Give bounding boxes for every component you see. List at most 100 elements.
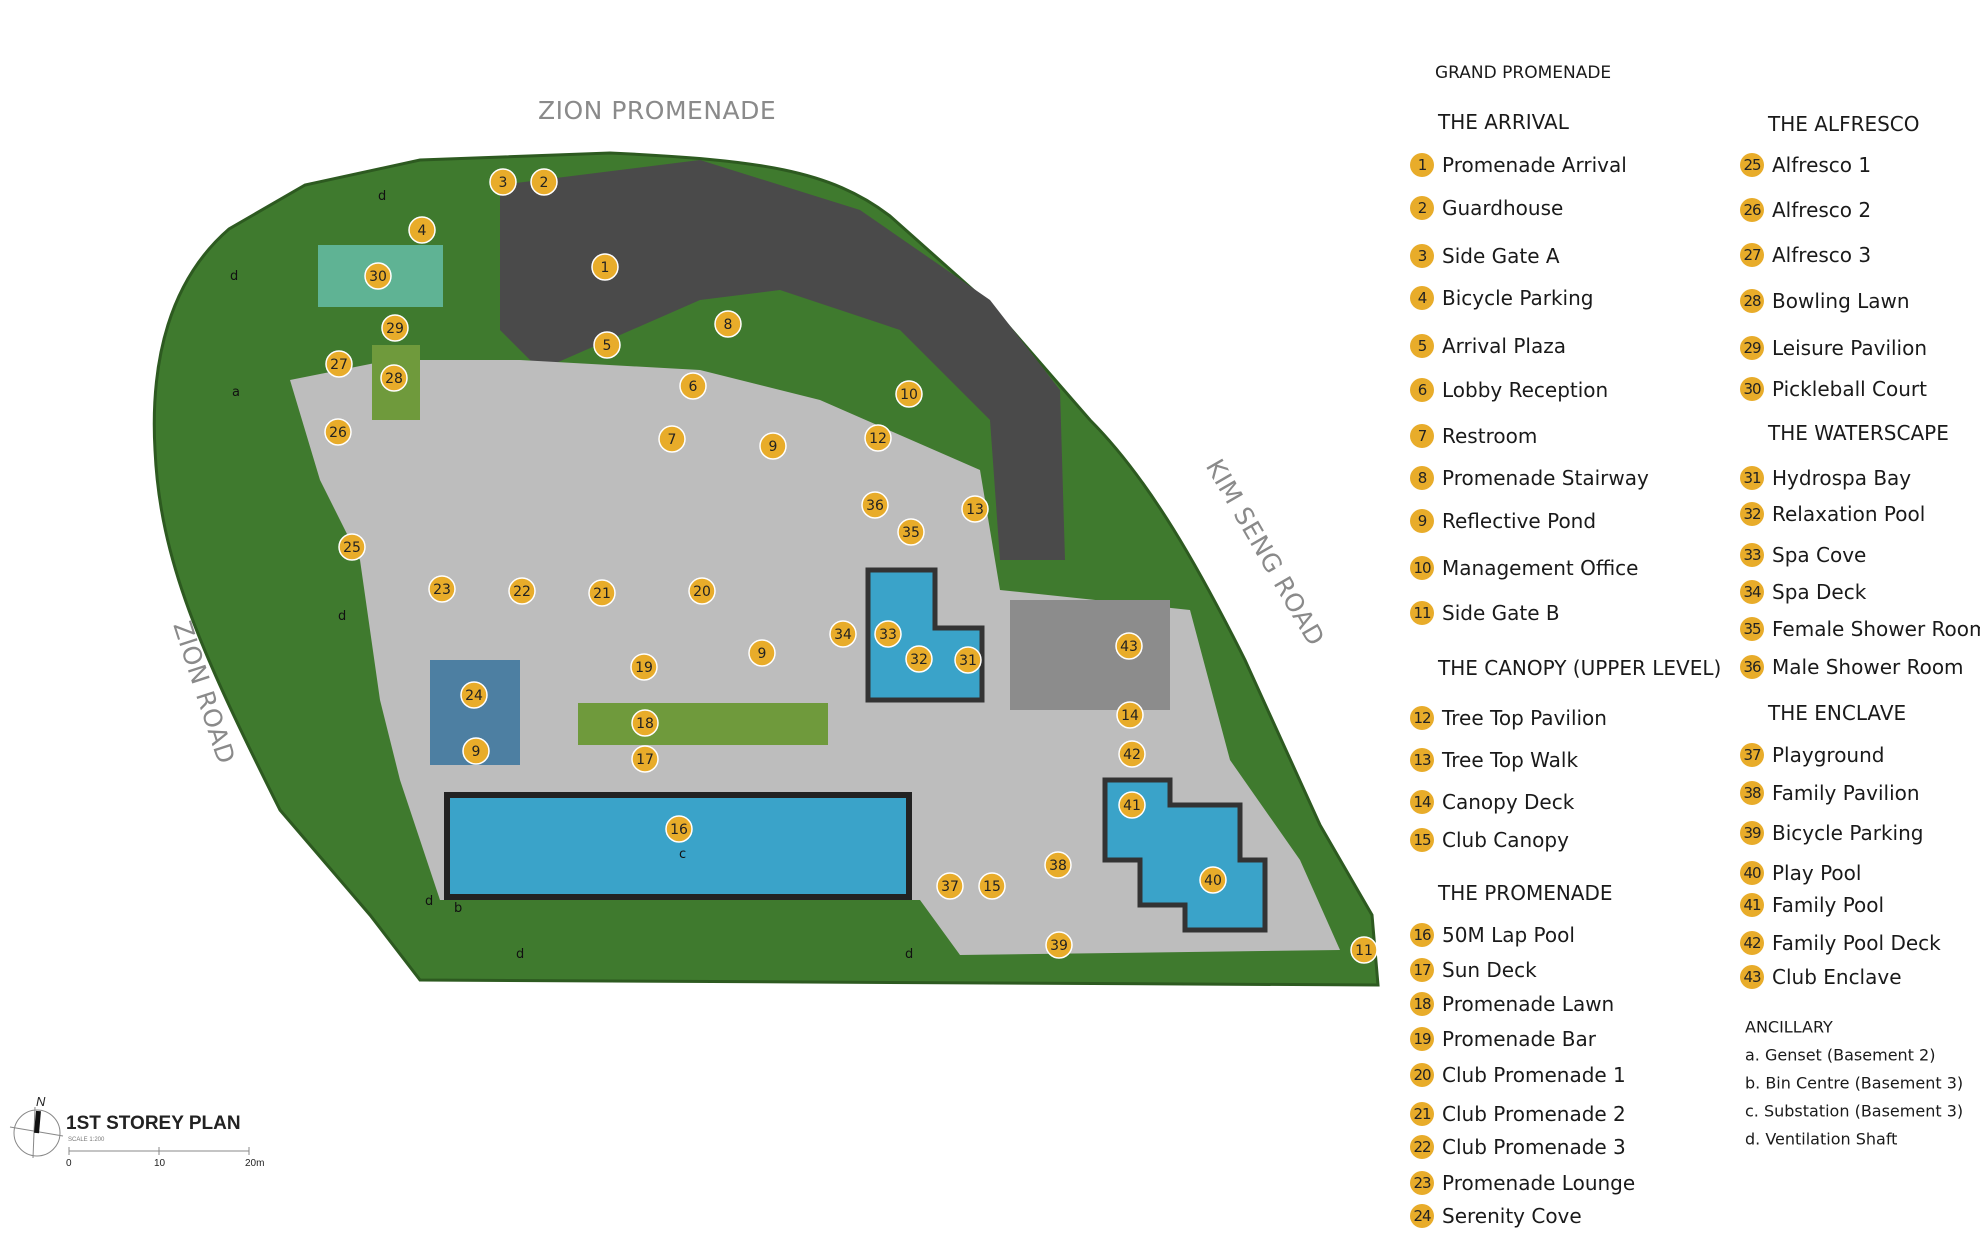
map-marker[interactable] [829,620,857,648]
map-marker-number: 16 [670,822,688,838]
scale-tick-0: 0 [66,1158,72,1169]
map-marker-number: 10 [900,387,918,403]
legend-number-badge: 38 [1740,781,1764,805]
map-marker-number: 11 [1355,943,1373,959]
map-marker[interactable] [631,745,659,773]
map-marker[interactable] [508,577,536,605]
legend-number-badge: 40 [1740,861,1764,885]
legend-item-label: Serenity Cove [1442,1204,1582,1228]
legend-number-badge: 37 [1740,743,1764,767]
map-marker[interactable] [460,681,488,709]
north-label: N [36,1094,46,1109]
map-marker[interactable] [874,620,902,648]
map-marker[interactable] [1044,851,1072,879]
map-marker[interactable] [748,639,776,667]
legend-number-badge: 13 [1410,748,1434,772]
map-marker[interactable] [905,645,933,673]
map-marker[interactable] [864,424,892,452]
map-marker[interactable] [897,518,925,546]
map-marker[interactable] [895,380,923,408]
map-marker[interactable] [861,491,889,519]
legend-section-title: THE ENCLAVE [1768,701,1907,725]
map-marker-number: 5 [603,338,612,354]
legend-number-badge: 33 [1740,543,1764,567]
map-marker[interactable] [1350,936,1378,964]
map-marker-number: 25 [343,540,361,556]
map-marker-number: 9 [472,744,481,760]
legend-number-badge: 42 [1740,931,1764,955]
legend-item-label: Promenade Stairway [1442,466,1649,490]
map-marker[interactable] [665,815,693,843]
map-marker[interactable] [631,709,659,737]
map-marker[interactable] [978,872,1006,900]
legend-item-label: Bowling Lawn [1772,289,1910,313]
legend-item-label: Play Pool [1772,861,1862,885]
map-marker[interactable] [324,418,352,446]
map-marker[interactable] [462,737,490,765]
map-marker[interactable] [338,533,366,561]
map-marker[interactable] [679,372,707,400]
map-marker[interactable] [325,350,353,378]
map-marker[interactable] [1118,791,1146,819]
map-marker[interactable] [364,262,392,290]
map-marker-number: 39 [1050,938,1068,954]
legend-group-title: GRAND PROMENADE [1435,63,1612,83]
map-marker[interactable] [1045,931,1073,959]
legend-number-badge: 43 [1740,965,1764,989]
map-marker[interactable] [1116,701,1144,729]
map-marker[interactable] [1199,866,1227,894]
map-marker[interactable] [588,579,616,607]
legend-number-badge: 7 [1410,424,1434,448]
map-marker[interactable] [630,653,658,681]
ancillary-item: b. Bin Centre (Basement 3) [1745,1073,1964,1093]
legend-item-label: Club Promenade 2 [1442,1102,1626,1126]
map-marker[interactable] [591,253,619,281]
map-marker[interactable] [759,432,787,460]
map-marker-number: 35 [902,525,920,541]
map-marker-number: 4 [418,223,427,239]
legend-item: 36 Male Shower Room [1740,655,1964,679]
legend-number-badge: 28 [1740,289,1764,313]
map-marker[interactable] [381,314,409,342]
map-marker[interactable] [658,425,686,453]
legend-number-badge: 19 [1410,1027,1434,1051]
legend-item-label: Club Enclave [1772,965,1902,989]
map-marker[interactable] [936,872,964,900]
map-marker[interactable] [1115,632,1143,660]
legend-number-badge: 30 [1740,377,1764,401]
map-marker-number: 1 [601,260,610,276]
map-marker[interactable] [530,168,558,196]
legend-number-badge: 36 [1740,655,1764,679]
map-marker-number: 8 [724,317,733,333]
legend-number-badge: 25 [1740,153,1764,177]
legend-item-label: Male Shower Room [1772,655,1964,679]
map-marker[interactable] [961,495,989,523]
legend-number-badge: 5 [1410,334,1434,358]
map-marker[interactable] [408,216,436,244]
map-marker[interactable] [1118,740,1146,768]
legend-item-label: Spa Deck [1772,580,1867,604]
map-marker[interactable] [593,331,621,359]
map-marker[interactable] [688,577,716,605]
map-marker-number: 20 [693,584,711,600]
legend-item-label: Alfresco 3 [1772,243,1872,267]
map-marker-number: 21 [593,586,611,602]
map-marker[interactable] [380,364,408,392]
map-marker[interactable] [428,575,456,603]
map-marker-number: 14 [1121,708,1139,724]
map-marker[interactable] [714,310,742,338]
map-marker[interactable] [954,646,982,674]
map-marker-number: 9 [758,646,767,662]
map-marker-number: 38 [1049,858,1067,874]
legend-number-badge: 8 [1410,466,1434,490]
map-marker-number: 15 [983,879,1001,895]
map-marker[interactable] [489,168,517,196]
